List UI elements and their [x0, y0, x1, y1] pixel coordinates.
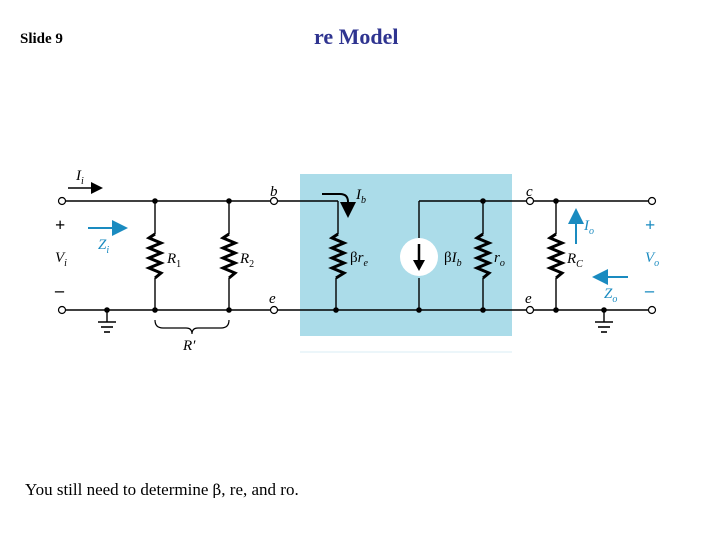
base-current-arrow: [322, 193, 356, 218]
output-voltage-label: Vo: [645, 250, 659, 269]
r-prime-label: R′: [182, 338, 196, 354]
node-b-label: b: [270, 184, 278, 200]
node-e-left-label: e: [269, 291, 276, 307]
r-prime-brace: [154, 319, 230, 335]
base-current-label: Ib: [355, 187, 366, 206]
ground-right-icon: [595, 321, 613, 333]
input-impedance-label: Zi: [98, 237, 109, 256]
slide-title: re Model: [314, 24, 399, 49]
r1-label: R1: [166, 251, 181, 270]
terminals: [57, 196, 657, 315]
resistor-beta-re: [328, 232, 348, 280]
current-source: [400, 238, 438, 276]
beta-ib-label: βIb: [444, 250, 462, 269]
node-c-label: c: [526, 184, 533, 200]
r2-label: R2: [239, 251, 254, 270]
resistor-r1: [145, 232, 165, 280]
input-minus-sign: –: [54, 280, 65, 300]
resistor-rc: [546, 232, 566, 280]
caption-text: You still need to determine β, re, and r…: [25, 480, 299, 499]
resistor-r2: [219, 232, 239, 280]
ro-label: ro: [494, 250, 505, 269]
input-voltage-label: Vi: [55, 250, 67, 269]
resistor-ro: [473, 232, 493, 280]
output-minus-sign: –: [644, 280, 655, 300]
node-e-right-label: e: [525, 291, 532, 307]
rc-label: RC: [566, 251, 583, 270]
output-current-label: Io: [583, 218, 594, 237]
ground-left-icon: [98, 321, 116, 333]
input-current-label: Ii: [75, 168, 84, 187]
junction-dots: [104, 198, 607, 313]
slide-number: Slide 9: [20, 31, 63, 47]
input-plus-sign: +: [55, 215, 65, 235]
beta-re-label: βre: [350, 250, 368, 269]
output-impedance-label: Zo: [604, 286, 617, 305]
output-plus-sign: +: [645, 215, 655, 235]
